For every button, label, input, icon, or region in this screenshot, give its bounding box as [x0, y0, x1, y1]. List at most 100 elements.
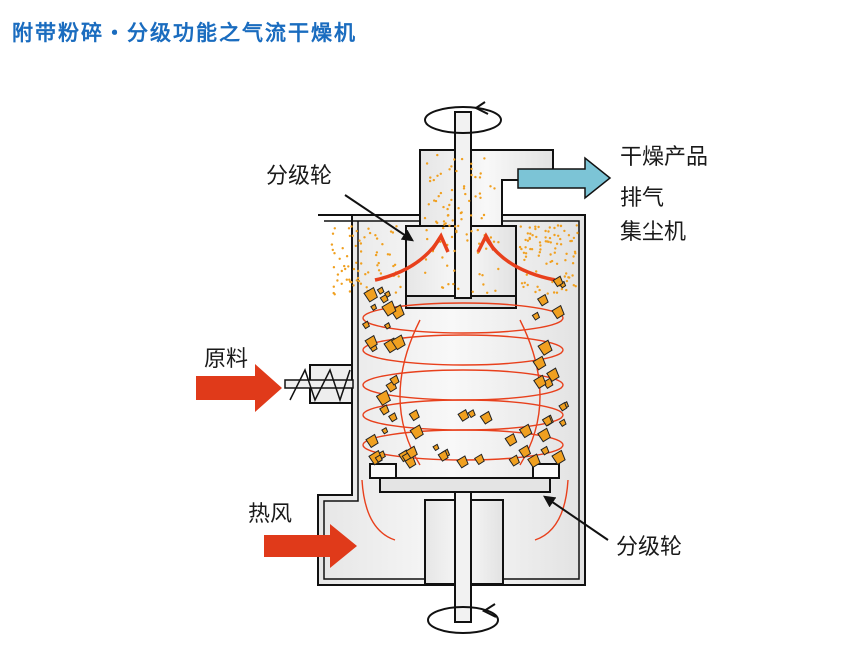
dust-particle	[460, 211, 463, 214]
material-chunks	[361, 275, 570, 469]
dust-particle	[360, 262, 363, 265]
dust-particle	[489, 185, 492, 188]
dust-particles	[330, 153, 579, 296]
material-chunk	[541, 415, 553, 427]
dust-particle	[530, 248, 534, 251]
dust-particle	[547, 230, 550, 233]
rotation-icon-bottom	[427, 606, 499, 634]
dust-particle	[485, 247, 488, 250]
material-chunk	[536, 293, 549, 307]
dust-particle	[453, 249, 456, 253]
dust-particle	[340, 269, 343, 273]
material-chunk	[467, 409, 476, 419]
dust-particle	[333, 252, 336, 255]
dust-particle	[426, 237, 429, 241]
dust-particle	[359, 282, 363, 285]
dust-particle	[352, 284, 355, 287]
dust-particle	[480, 217, 483, 220]
dust-particle	[535, 235, 538, 239]
dust-particle	[539, 244, 542, 247]
dust-particle	[348, 290, 352, 293]
dust-particle	[453, 269, 456, 272]
dust-particle	[331, 248, 334, 252]
dust-particle	[563, 275, 566, 278]
dust-particle	[570, 239, 573, 243]
dust-particle	[553, 226, 556, 230]
dust-particle	[336, 273, 340, 276]
dust-particle	[534, 227, 537, 231]
dust-particle	[564, 259, 567, 262]
label-dry-product: 干燥产品	[620, 145, 709, 170]
dust-particle	[571, 262, 575, 265]
dust-particle	[522, 285, 525, 289]
top-shaft	[454, 111, 472, 299]
dust-particle	[381, 243, 384, 246]
dust-particle	[572, 255, 575, 258]
dust-particle	[547, 240, 550, 243]
dust-particle	[388, 253, 391, 256]
dust-particle	[355, 261, 358, 264]
bottom-shaft	[454, 491, 472, 623]
dust-particle	[391, 231, 395, 234]
airflow-arrows	[374, 232, 556, 282]
material-chunk	[409, 424, 424, 440]
dust-particle	[428, 179, 432, 183]
dust-particle	[375, 251, 379, 254]
material-chunk	[531, 311, 541, 321]
dust-particle	[478, 242, 481, 245]
material-chunk	[388, 412, 398, 423]
dust-particle	[336, 279, 339, 282]
dust-particle	[343, 264, 346, 268]
dust-particle	[534, 290, 537, 294]
dust-particle	[363, 236, 366, 239]
dust-particle	[359, 242, 363, 245]
dust-particle	[526, 283, 529, 287]
material-chunk	[546, 367, 560, 382]
dust-particle	[354, 244, 357, 248]
dust-particle	[528, 226, 531, 229]
dust-particle	[524, 252, 528, 255]
material-chunk	[381, 426, 389, 435]
dust-particle	[446, 207, 449, 211]
dust-particle	[341, 247, 344, 250]
material-chunk	[504, 432, 518, 447]
dust-particle	[470, 162, 473, 165]
dust-particle	[395, 225, 398, 228]
dust-particle	[548, 226, 551, 229]
dust-particle	[447, 214, 450, 217]
dust-particle	[544, 229, 547, 233]
label-hot-air: 热风	[248, 502, 293, 527]
dust-particle	[356, 276, 360, 280]
label-classifier-wheel-bottom: 分级轮	[616, 535, 683, 560]
dust-particle	[492, 240, 496, 243]
dust-particle	[478, 192, 482, 195]
material-chunk	[437, 449, 449, 462]
dust-particle	[394, 291, 398, 294]
dust-particle	[348, 234, 352, 238]
dust-particle	[522, 251, 526, 254]
dust-particle	[538, 241, 542, 244]
dust-particle	[567, 276, 570, 279]
material-chunk	[375, 389, 392, 406]
material-chunk	[456, 455, 469, 469]
dust-particle	[520, 247, 523, 251]
material-chunk	[405, 445, 418, 459]
dust-particle	[424, 258, 428, 261]
dust-particle	[478, 273, 481, 276]
dust-particle	[538, 288, 541, 292]
dust-particle	[559, 237, 562, 241]
material-chunk	[540, 445, 550, 456]
dust-particle	[357, 279, 361, 283]
dust-particle	[523, 258, 526, 262]
dust-particle	[536, 285, 539, 288]
dust-particle	[436, 153, 439, 157]
dust-particle	[429, 176, 432, 179]
dust-particle	[364, 273, 367, 276]
dust-particle	[399, 285, 402, 289]
dust-particle	[519, 225, 522, 228]
dust-particle	[453, 158, 456, 161]
dust-particle	[439, 172, 442, 175]
dust-particle	[574, 252, 577, 255]
material-chunk	[390, 304, 405, 320]
material-chunk	[518, 423, 533, 439]
